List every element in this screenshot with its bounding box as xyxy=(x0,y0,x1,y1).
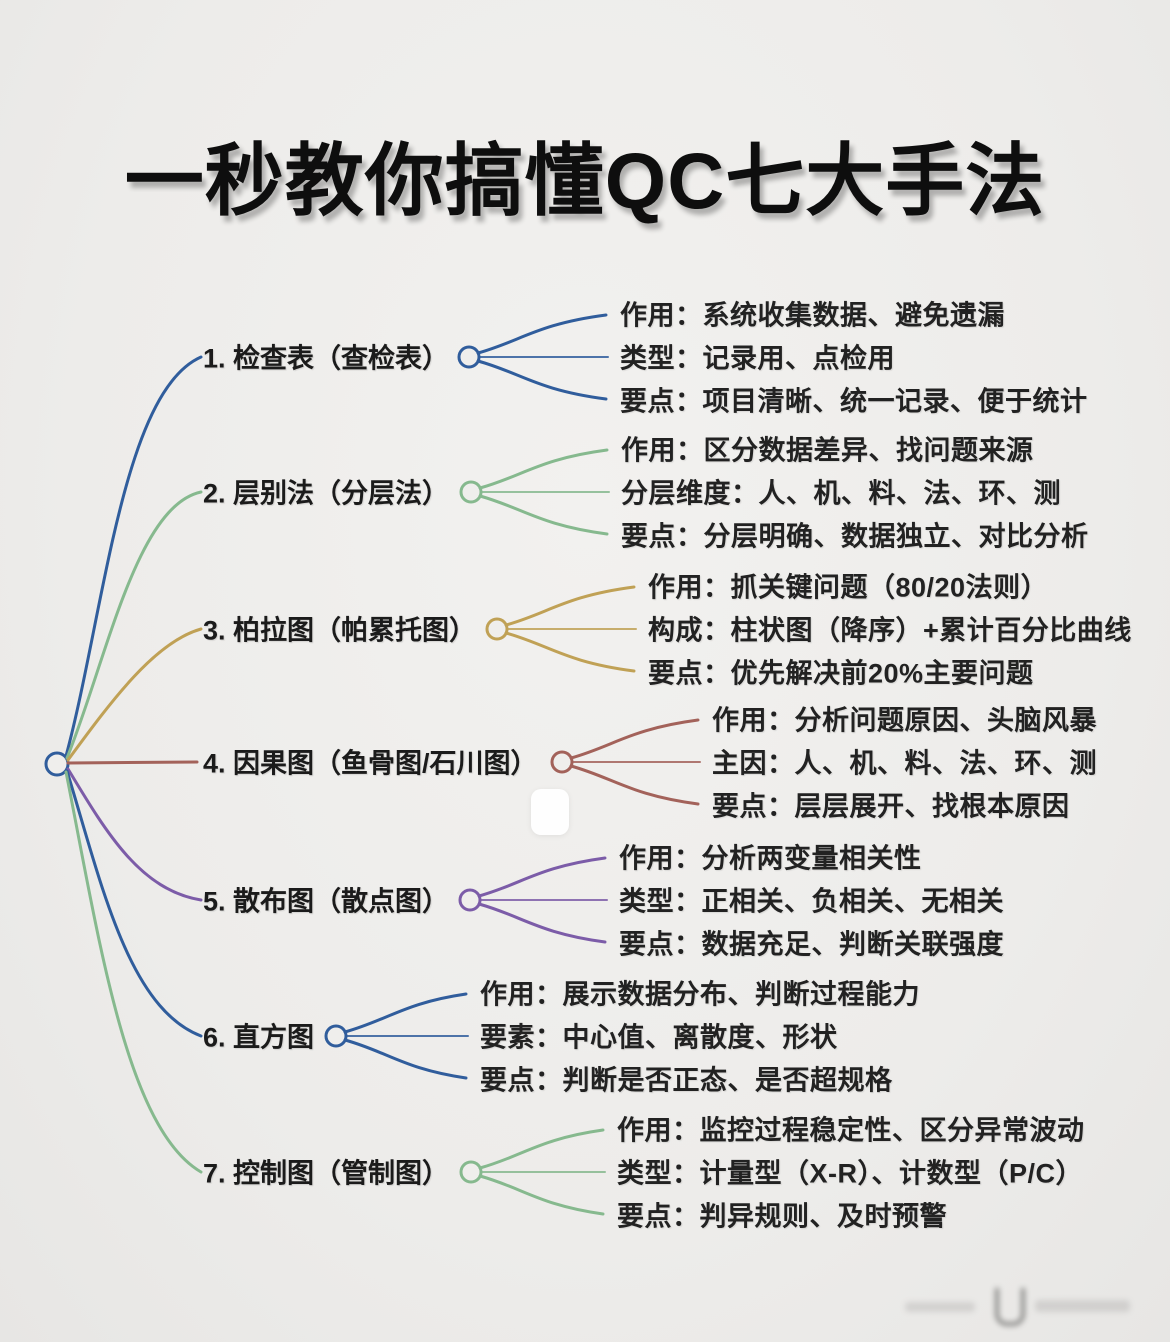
branch-5-item: 类型：正相关、负相关、无相关 xyxy=(619,886,1004,917)
root-branch-5-curve xyxy=(66,767,203,902)
branch-2-item: 要点：分层明确、数据独立、对比分析 xyxy=(621,521,1089,552)
root-branch-7-curve xyxy=(64,770,203,1174)
branch-7-item-3-curve xyxy=(478,1174,605,1216)
branch-2-item: 分层维度：人、机、料、法、环、测 xyxy=(621,478,1061,509)
branch-4-label: 4. 因果图（鱼骨图/石川图） xyxy=(203,748,538,779)
branch-1-item: 作用：系统收集数据、避免遗漏 xyxy=(620,300,1005,331)
branch-6-item: 作用：展示数据分布、判断过程能力 xyxy=(480,979,920,1010)
branch-5-node-circle xyxy=(458,888,482,912)
branch-5-label: 5. 散布图（散点图） xyxy=(203,886,450,917)
branch-1-item-3-curve xyxy=(476,359,608,401)
branch-4-node-circle xyxy=(550,750,574,774)
branch-2-item-3-curve xyxy=(478,494,609,536)
branch-7-label: 7. 控制图（管制图） xyxy=(203,1158,450,1189)
branch-3-item: 构成：柱状图（降序）+累计百分比曲线 xyxy=(648,615,1132,646)
branch-4-item-3-curve xyxy=(569,764,700,806)
branch-1-node-circle xyxy=(457,345,481,369)
page-title: 一秒教你搞懂QC七大手法 xyxy=(124,136,1046,225)
branch-2-item: 作用：区分数据差异、找问题来源 xyxy=(621,435,1034,466)
branch-3-item: 作用：抓关键问题（80/20法则） xyxy=(648,572,1049,603)
branch-2-item-1-curve xyxy=(478,448,609,490)
branch-7-item: 作用：监控过程稳定性、区分异常波动 xyxy=(617,1115,1085,1146)
branch-6-label: 6. 直方图 xyxy=(203,1022,315,1053)
white-sticker-patch xyxy=(531,789,569,835)
branch-3-item: 要点：优先解决前20%主要问题 xyxy=(648,658,1034,689)
branch-7-item-1-curve xyxy=(478,1128,605,1170)
branch-4-item-1-curve xyxy=(569,718,700,760)
root-branch-1-curve xyxy=(64,355,203,758)
branch-5-item-3-curve xyxy=(477,902,607,944)
branch-6-item: 要点：判断是否正态、是否超规格 xyxy=(480,1065,893,1096)
branch-6-item-1-curve xyxy=(343,992,468,1034)
root-branch-4-curve xyxy=(66,760,199,765)
branch-7-item: 类型：计量型（X-R）、计数型（P/C） xyxy=(617,1158,1084,1189)
branch-4-item: 要点：层层展开、找根本原因 xyxy=(712,791,1070,822)
branch-1-item-1-curve xyxy=(476,313,608,355)
branch-6-item-3-curve xyxy=(343,1038,468,1080)
branch-5-item-1-curve xyxy=(477,856,607,898)
root-branch-3-curve xyxy=(66,627,203,762)
branch-2-label: 2. 层别法（分层法） xyxy=(203,478,450,509)
branch-1-label: 1. 检查表（查检表） xyxy=(203,343,450,374)
branch-6-node-circle xyxy=(324,1024,348,1048)
branch-3-item-1-curve xyxy=(504,585,636,627)
branch-1-item: 要点：项目清晰、统一记录、便于统计 xyxy=(620,386,1088,417)
branch-2-node-circle xyxy=(459,480,483,504)
branch-3-item-3-curve xyxy=(504,631,636,673)
branch-7-item: 要点：判异规则、及时预警 xyxy=(617,1201,947,1232)
branch-7-node-circle xyxy=(459,1160,483,1184)
branch-1-item: 类型：记录用、点检用 xyxy=(620,343,895,374)
branch-6-item: 要素：中心值、离散度、形状 xyxy=(480,1022,838,1053)
root-branch-2-curve xyxy=(65,490,203,760)
branch-4-item: 作用：分析问题原因、头脑风暴 xyxy=(712,705,1097,736)
branch-5-item: 作用：分析两变量相关性 xyxy=(619,843,922,874)
branch-3-node-circle xyxy=(485,617,509,641)
branch-5-item: 要点：数据充足、判断关联强度 xyxy=(619,929,1004,960)
branch-3-label: 3. 柏拉图（帕累托图） xyxy=(203,615,477,646)
branch-4-item: 主因：人、机、料、法、环、测 xyxy=(712,748,1097,779)
root-branch-6-curve xyxy=(65,769,203,1038)
